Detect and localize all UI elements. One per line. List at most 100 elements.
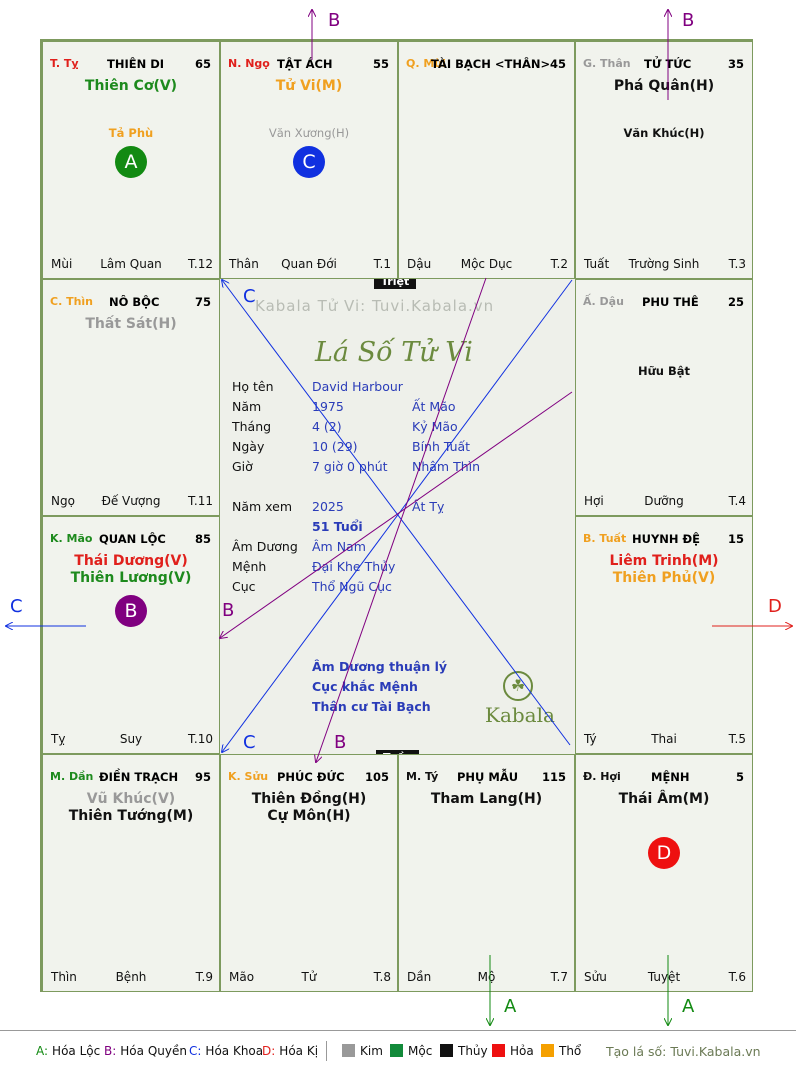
info-key: Cục: [232, 579, 256, 594]
arrow-label: B: [328, 10, 341, 31]
heavenly-stem: K. Mão: [50, 532, 93, 545]
line-b-left: [220, 391, 573, 638]
branch-label: Ngọ: [51, 494, 75, 508]
color-swatch: [541, 1044, 554, 1057]
palace-name: TẬT ÁCH: [277, 57, 333, 71]
info-value: Nhâm Thìn: [412, 459, 481, 474]
chart-title: Lá Số Tử Vi: [315, 337, 473, 368]
heavenly-stem: B. Tuất: [583, 532, 627, 545]
major-star: Tử Vi(M): [275, 78, 343, 94]
palace-name: NÔ BỘC: [109, 295, 160, 309]
legend-label: Hỏa: [510, 1044, 534, 1058]
cycle-stage: Trường Sinh: [628, 257, 700, 271]
branch-label: Thìn: [51, 970, 77, 984]
info-key: Mệnh: [232, 559, 267, 574]
heavenly-stem: Ấ. Dậu: [583, 295, 624, 308]
palace-name: HUYNH ĐỆ: [632, 532, 701, 546]
period-label: T.12: [188, 257, 213, 271]
major-star: Thiên Đồng(H): [251, 791, 367, 807]
legend-label: Hóa Quyền: [120, 1044, 187, 1058]
period-label: T.3: [728, 257, 746, 271]
palace-name: PHÚC ĐỨC: [277, 770, 345, 784]
palace-number: 35: [727, 57, 744, 71]
major-star: Liêm Trinh(M): [609, 553, 719, 569]
cycle-stage: Mộ: [477, 970, 496, 984]
cycle-stage: Tuyệt: [647, 970, 681, 984]
center-panel: Kabala Tử Vi: Tuvi.Kabala.vn Lá Số Tử Vi…: [220, 279, 575, 754]
legend-element-item: Kim: [342, 1044, 383, 1058]
minor-star: Văn Khúc(H): [623, 126, 705, 140]
palace-name: TÀI BẠCH <THÂN>: [431, 57, 551, 71]
arrow-label: D: [768, 596, 782, 617]
arrow-label: A: [504, 996, 517, 1017]
branch-label: Tỵ: [51, 732, 66, 746]
period-label: T.2: [550, 257, 568, 271]
heavenly-stem: T. Tỵ: [50, 57, 79, 70]
branch-label: Mão: [229, 970, 255, 984]
major-star: Tham Lang(H): [430, 791, 543, 807]
transform-badge: A: [115, 146, 147, 178]
period-label: T.8: [373, 970, 391, 984]
major-star: Thái Dương(V): [74, 553, 188, 569]
legend-element-item: Thổ: [541, 1044, 581, 1058]
info-value: Đại Khe Thủy: [312, 559, 396, 574]
palace-number: 75: [194, 295, 211, 309]
palace-name: PHỤ MẪU: [457, 770, 519, 784]
palace-number: 45: [549, 57, 566, 71]
heavenly-stem: Q. Mùi: [406, 57, 446, 70]
transform-badge: C: [293, 146, 325, 178]
cycle-stage: Dưỡng: [644, 494, 684, 508]
legend-hoa-item: C:Hóa Khoa: [189, 1044, 263, 1058]
legend-label: Thổ: [559, 1044, 582, 1058]
info-value: Âm Nam: [312, 539, 366, 554]
palace-name: THIÊN DI: [107, 57, 165, 71]
heavenly-stem: K. Sửu: [228, 770, 269, 783]
major-star: Thái Âm(M): [618, 791, 710, 807]
period-label: T.11: [188, 494, 213, 508]
arrow-label: C: [10, 596, 23, 617]
logo-text: Kabala: [485, 703, 555, 727]
legend-code: A:: [36, 1044, 49, 1058]
heavenly-stem: M. Tý: [406, 770, 439, 783]
major-star: Vũ Khúc(V): [86, 791, 176, 807]
legend-label: Mộc: [408, 1044, 433, 1058]
minor-star: Hữu Bật: [637, 364, 691, 378]
heavenly-stem: N. Ngọ: [228, 57, 270, 70]
major-star: Thiên Cơ(V): [84, 78, 178, 94]
transform-badge: B: [115, 595, 147, 627]
branch-label: Tý: [584, 732, 597, 746]
cycle-stage: Tử: [301, 970, 317, 984]
major-star: Cự Môn(H): [267, 808, 351, 824]
branch-label: Tuất: [584, 257, 610, 271]
color-swatch: [440, 1044, 453, 1057]
palace-name: PHU THÊ: [642, 295, 699, 309]
legend-element-item: Thủy: [440, 1044, 488, 1058]
major-star: Thất Sát(H): [85, 316, 177, 332]
palace-number: 115: [541, 770, 566, 784]
arrow-label: B: [334, 732, 347, 753]
palace-number: 65: [194, 57, 211, 71]
legend-label: Hóa Kị: [279, 1044, 319, 1058]
chart-note: Thân cư Tài Bạch: [312, 699, 431, 714]
info-value: Bính Tuất: [412, 439, 471, 454]
info-key: Ngày: [232, 439, 265, 454]
period-label: T.7: [550, 970, 568, 984]
info-key: Năm: [232, 399, 262, 414]
branch-label: Sửu: [584, 970, 607, 984]
heavenly-stem: G. Thân: [583, 57, 631, 70]
legend-label: Kim: [360, 1044, 383, 1058]
legend-code: B:: [104, 1044, 117, 1058]
color-swatch: [342, 1044, 355, 1057]
cycle-stage: Suy: [119, 732, 143, 746]
info-value: Ất Mão: [412, 399, 456, 414]
